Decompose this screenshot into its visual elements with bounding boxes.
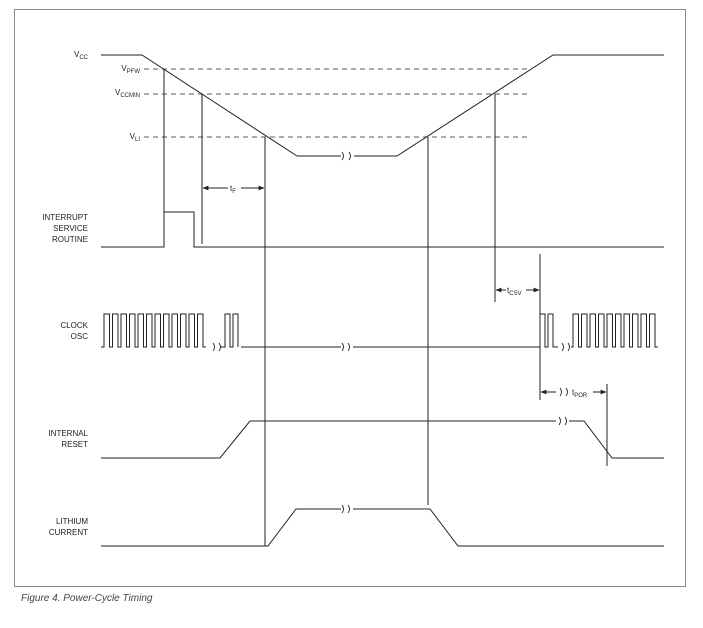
isr-label-line-1: INTERRUPT <box>42 213 88 222</box>
reset-label-line-1: INTERNAL <box>48 429 88 438</box>
clock-pulses-after-restart <box>571 313 658 348</box>
vcc-waveform-recovery <box>354 54 664 157</box>
vcc-break-mark <box>341 151 351 161</box>
vpfw-label: VPFW <box>121 64 140 75</box>
lithium-break-mark <box>341 504 350 514</box>
clock-label-line-1: CLOCK <box>60 321 88 330</box>
lithium-label-line-1: LITHIUM <box>56 517 88 526</box>
clock-pulses-tail <box>220 313 239 348</box>
lithium-waveform-recovery <box>353 508 664 547</box>
reset-waveform-release <box>569 420 664 459</box>
tcsv-label: tCSV <box>507 286 522 297</box>
clock-label-line-2: OSC <box>71 332 89 341</box>
lithium-label-line-2: CURRENT <box>49 528 88 537</box>
isr-label-line-3: ROUTINE <box>52 235 88 244</box>
reset-waveform <box>101 420 556 459</box>
lithium-waveform <box>101 508 341 547</box>
vccmin-label: VCCMIN <box>115 88 140 99</box>
clock-break-mark-2 <box>341 342 350 352</box>
vcc-waveform <box>101 54 341 157</box>
clock-waveform <box>101 313 658 352</box>
isr-label-line-2: SERVICE <box>53 224 88 233</box>
clock-break-mark-1 <box>212 342 221 352</box>
isr-waveform <box>101 211 664 248</box>
reset-break-mark <box>558 416 567 426</box>
tpor-break-mark <box>559 387 568 397</box>
reset-label-line-2: RESET <box>61 440 88 449</box>
clock-break-mark-3 <box>561 342 570 352</box>
clock-pulses-before-fail <box>101 313 206 348</box>
figure-frame <box>14 9 686 587</box>
vli-label: VLI <box>130 132 141 143</box>
vcc-label: VCC <box>74 50 89 61</box>
tpor-label: tPOR <box>572 388 588 399</box>
tf-label: tF <box>230 184 236 195</box>
clock-pulses-restart <box>539 313 558 348</box>
figure-caption: Figure 4. Power-Cycle Timing <box>21 593 153 604</box>
